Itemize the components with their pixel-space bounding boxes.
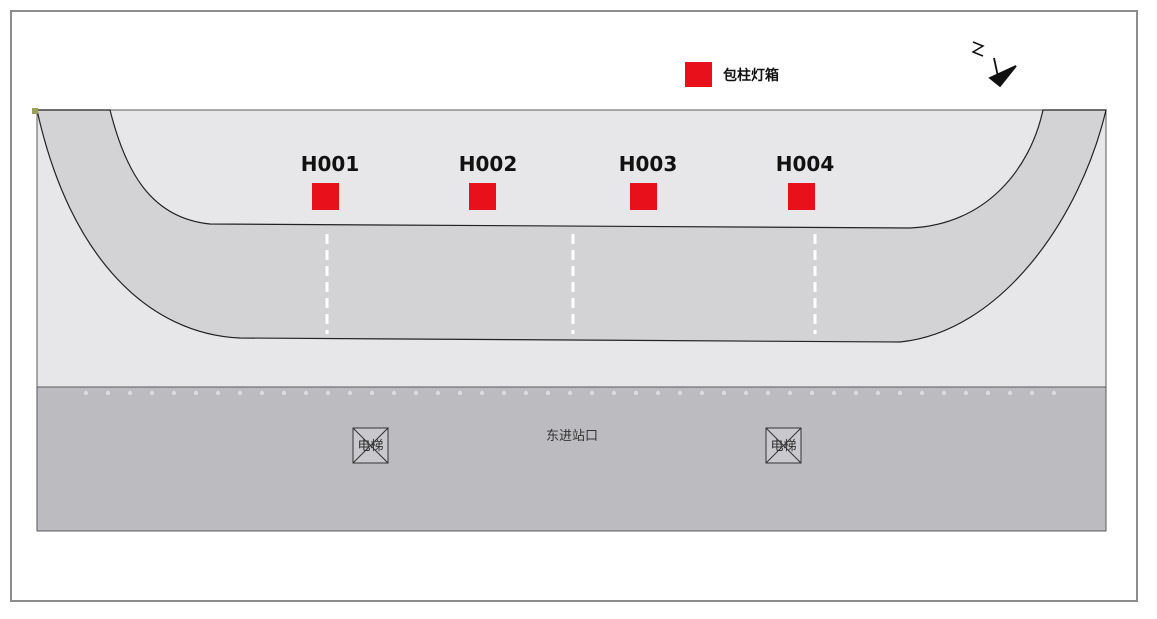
lightbox-label: H004 <box>776 152 835 176</box>
tactile-dot <box>963 390 969 396</box>
elevator-label: 电梯 <box>770 439 796 454</box>
tactile-dot <box>831 390 837 396</box>
tactile-dot <box>391 390 397 396</box>
tactile-dot <box>347 390 353 396</box>
lightbox-label: H001 <box>301 152 360 176</box>
tactile-dot <box>325 390 331 396</box>
tactile-dot <box>655 390 661 396</box>
tactile-dot <box>127 390 133 396</box>
lightbox-marker <box>469 183 496 210</box>
tactile-dot <box>611 390 617 396</box>
elevator-left[interactable]: 电梯 <box>352 427 389 464</box>
lightbox-marker <box>630 183 657 210</box>
tactile-dot <box>765 390 771 396</box>
tactile-dot <box>677 390 683 396</box>
lightbox-label: H003 <box>619 152 678 176</box>
tactile-dot <box>919 390 925 396</box>
tactile-dot <box>105 390 111 396</box>
tactile-dot-row <box>83 390 1057 396</box>
tactile-dot <box>1007 390 1013 396</box>
tactile-dot <box>743 390 749 396</box>
elevator-right[interactable]: 电梯 <box>765 427 802 464</box>
tactile-dot <box>523 390 529 396</box>
tactile-dot <box>479 390 485 396</box>
tactile-dot <box>281 390 287 396</box>
tactile-dot <box>897 390 903 396</box>
tactile-dot <box>83 390 89 396</box>
tactile-dot <box>721 390 727 396</box>
corner-marker <box>32 108 38 114</box>
lightbox-h004[interactable]: H004 <box>776 152 835 210</box>
tactile-dot <box>171 390 177 396</box>
tactile-dot <box>941 390 947 396</box>
tactile-dot <box>435 390 441 396</box>
tactile-dot <box>853 390 859 396</box>
tactile-dot <box>545 390 551 396</box>
tactile-dot <box>259 390 265 396</box>
tactile-dot <box>589 390 595 396</box>
legend-label: 包柱灯箱 <box>723 67 779 84</box>
tactile-dot <box>369 390 375 396</box>
tactile-dot <box>1051 390 1057 396</box>
legend-swatch <box>685 62 712 87</box>
lightbox-h002[interactable]: H002 <box>459 152 518 210</box>
tactile-dot <box>237 390 243 396</box>
lightbox-marker <box>788 183 815 210</box>
tactile-dot <box>457 390 463 396</box>
tactile-dot <box>303 390 309 396</box>
lightbox-marker <box>312 183 339 210</box>
lightbox-h001[interactable]: H001 <box>301 152 360 210</box>
lightbox-h003[interactable]: H003 <box>619 152 678 210</box>
entrance-label: 东进站口 <box>546 429 598 444</box>
tactile-dot <box>193 390 199 396</box>
tactile-dot <box>809 390 815 396</box>
tactile-dot <box>567 390 573 396</box>
tactile-dot <box>413 390 419 396</box>
lightbox-label: H002 <box>459 152 518 176</box>
tactile-dot <box>501 390 507 396</box>
north-arrow-icon <box>971 41 1017 88</box>
tactile-dot <box>149 390 155 396</box>
tactile-dot <box>215 390 221 396</box>
tactile-dot <box>787 390 793 396</box>
elevator-label: 电梯 <box>357 439 383 454</box>
station-hall <box>36 386 1107 532</box>
tactile-dot <box>1029 390 1035 396</box>
tactile-dot <box>633 390 639 396</box>
tactile-dot <box>985 390 991 396</box>
curved-walkway <box>36 109 1107 343</box>
tactile-dot <box>699 390 705 396</box>
legend: 包柱灯箱 <box>685 62 779 87</box>
tactile-dot <box>875 390 881 396</box>
